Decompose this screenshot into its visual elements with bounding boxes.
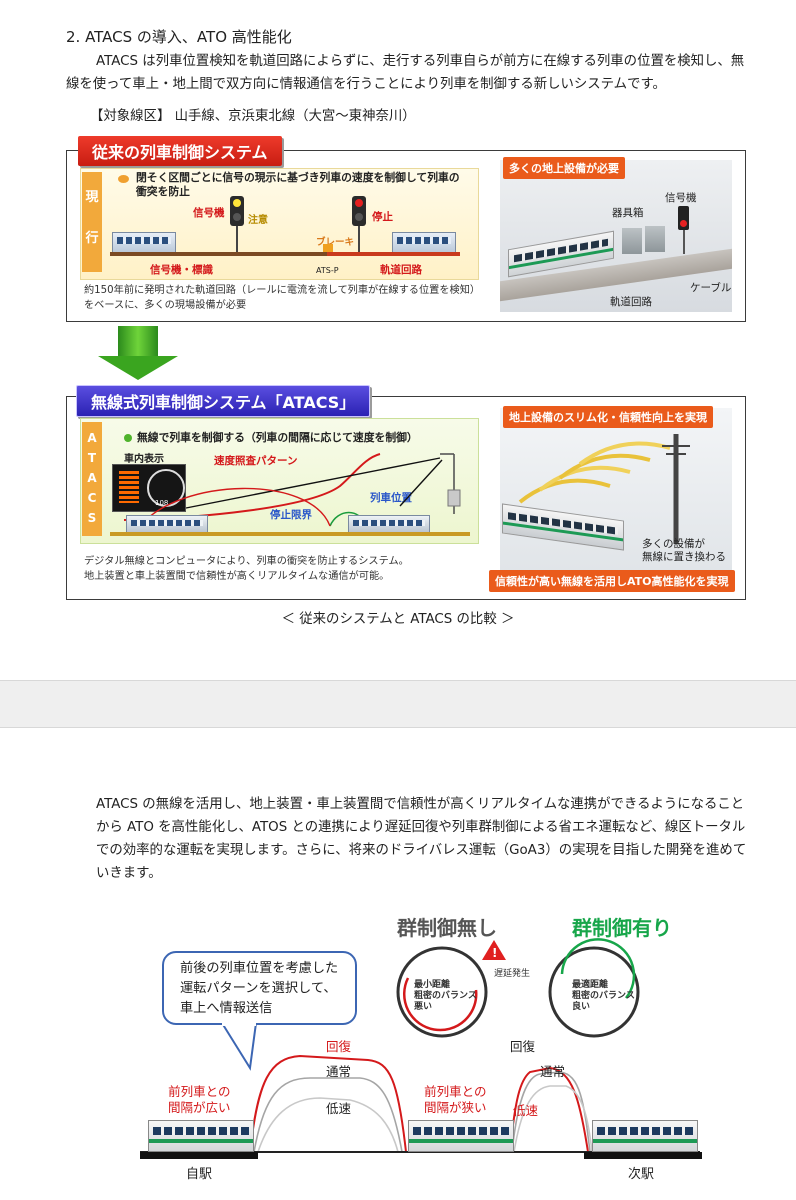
- atacs-photo: [500, 408, 732, 588]
- circles: !: [396, 938, 640, 1038]
- atsp-label: ATS-P: [316, 266, 339, 275]
- with-group-inner: 最適距離粗密のバランス良い: [572, 980, 635, 1012]
- radio-arrow-2: [399, 459, 443, 507]
- train-position-label: 列車位置: [370, 492, 412, 504]
- normal-curve-1: [253, 1077, 403, 1153]
- svg-text:!: !: [492, 946, 497, 960]
- radio-arrow-1: [185, 457, 441, 509]
- no-group-inner: 最小距離粗密のバランス悪い: [414, 980, 477, 1012]
- recover-label-2: 回復: [510, 1039, 536, 1054]
- atacs-bullet: 無線で列車を制御する（列車の間隔に応じて速度を制御）: [137, 431, 418, 444]
- narrow-gap-label: 前列車との間隔が狭い: [424, 1084, 487, 1115]
- speed-curve-2: [139, 487, 331, 527]
- equipment-box-label: 器具箱: [612, 207, 644, 219]
- stop-limit-label: 停止限界: [270, 509, 312, 521]
- onboard-display-label: 車内表示: [124, 454, 164, 465]
- train-right: [392, 232, 456, 254]
- callout-bubble: 前後の列車位置を考慮した 運転パターンを選択して、 車上へ情報送信: [162, 951, 357, 1025]
- speed-pattern-label: 速度照査パターン: [214, 455, 298, 467]
- no-group-title: 群制御無し: [397, 916, 497, 940]
- track-circuit-label: 軌道回路: [380, 264, 422, 276]
- photo-signal-label: 信号機: [665, 192, 697, 204]
- equipment-box-1: [622, 228, 642, 254]
- atacs-note-line2: 地上装置と車上装置間で信頼性が高くリアルタイムな通信が可能。: [84, 571, 390, 582]
- with-group-loop: [548, 946, 640, 1038]
- conventional-note: 約150年前に発明された軌道回路（レールに電流を流して列車が在線する位置を検知）…: [84, 285, 481, 311]
- speed-readout: 108: [155, 499, 169, 507]
- page-break: [0, 680, 796, 728]
- target-lines: 【対象線区】 山手線、京浜東北線（大宮～東神奈川）: [90, 109, 416, 124]
- track: [110, 252, 460, 256]
- conventional-tag: 従来の列車制御システム: [78, 136, 282, 166]
- wide-gap-label: 前列車との間隔が広い: [168, 1084, 231, 1115]
- low-curve-2: [513, 1085, 593, 1153]
- normal-label-2: 通常: [540, 1064, 566, 1079]
- low-label-1: 低速: [326, 1101, 352, 1116]
- equipment-box-2: [645, 226, 665, 252]
- recover-curve-1: [249, 1054, 407, 1153]
- own-station-label: 自駅: [186, 1167, 213, 1182]
- cable-label: ケーブル: [690, 282, 732, 294]
- recover-label-1: 回復: [326, 1039, 352, 1054]
- atacs-photo-tag-bottom: 信頼性が高い無線を活用しATO高性能化を実現: [489, 570, 735, 592]
- comparison-caption: ＜ 従来のシステムと ATACS の比較 ＞: [281, 612, 515, 627]
- intro-paragraph: ATACS は列車位置検知を軌道回路によらずに、走行する列車自らが前方に在線する…: [66, 54, 745, 92]
- recover-curve-2: [509, 1066, 589, 1153]
- atacs-note-line1: デジタル無線とコンピュータにより、列車の衝突を防止するシステム。: [84, 556, 409, 567]
- no-group-arrow: [403, 977, 478, 1032]
- atacs-photo-caption-line2: 無線に置き換わる: [642, 551, 726, 563]
- platform-own: [140, 1152, 258, 1159]
- low-label-2: 低速: [513, 1103, 539, 1118]
- current-side-label: 現 行: [82, 172, 102, 272]
- conventional-photo-tag: 多くの地上設備が必要: [503, 157, 625, 179]
- with-group-title: 群制御有り: [572, 916, 672, 940]
- next-station-label: 次駅: [628, 1167, 655, 1182]
- section-title: 2. ATACS の導入、ATO 高性能化: [66, 28, 292, 46]
- signal-red-icon: [352, 196, 366, 226]
- warning-icon: [482, 940, 506, 960]
- train-own-station: [148, 1120, 254, 1152]
- train-middle: [408, 1120, 514, 1152]
- brake-label: ブレーキ: [316, 237, 355, 248]
- train-next-station: [592, 1120, 698, 1152]
- caution-label: 注意: [248, 215, 268, 226]
- second-paragraph: ATACS の無線を活用し、地上装置・車上装置間で信頼性が高くリアルタイムな連携…: [96, 797, 747, 881]
- atacs-bullet-icon: [124, 434, 132, 442]
- bullet-icon: [118, 175, 129, 183]
- atacs-track: [110, 532, 470, 536]
- atacs-photo-caption-line1: 多くの設備が: [642, 538, 705, 550]
- platform-next: [584, 1152, 702, 1159]
- atacs-photo-tag-top: 地上設備のスリム化・信頼性向上を実現: [503, 406, 713, 428]
- radio-waves-icon: [518, 434, 690, 544]
- photo-signal-icon: [678, 206, 689, 230]
- onboard-display: 108: [112, 464, 186, 512]
- conventional-diagram: [80, 168, 479, 280]
- callout-tail: [221, 1022, 257, 1071]
- atacs-tag: 無線式列車制御システム「ATACS」: [76, 385, 371, 417]
- low-curve-1: [257, 1097, 399, 1153]
- stop-label: 停止: [372, 211, 393, 223]
- down-arrow-icon: [118, 326, 158, 356]
- signal-yellow-icon: [230, 196, 244, 226]
- delay-label: 遅延発生: [494, 969, 531, 979]
- conventional-bullet: 閉そく区間ごとに信号の現示に基づき列車の速度を制御して列車の衝突を防止: [136, 171, 460, 198]
- photo-track-circuit-label: 軌道回路: [610, 296, 652, 308]
- normal-label-1: 通常: [326, 1064, 352, 1079]
- no-group-loop: [396, 946, 488, 1038]
- signs-label: 信号機・標識: [150, 264, 213, 276]
- signal-label: 信号機: [193, 207, 225, 219]
- train-left: [112, 232, 176, 254]
- speed-pattern-curve: [123, 453, 381, 521]
- with-group-arrow: [560, 938, 636, 999]
